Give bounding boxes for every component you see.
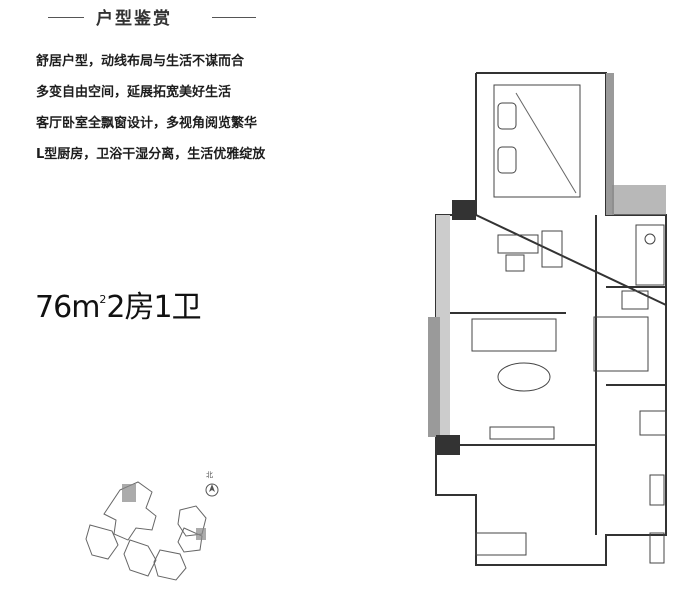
feature-line-4: L型厨房，卫浴干湿分离，生活优雅绽放: [36, 147, 266, 162]
toilet: [649, 474, 665, 506]
pillow-2: [497, 146, 517, 174]
tv-cabinet: [489, 426, 555, 440]
section-title: 户型鉴赏: [96, 9, 172, 29]
wall-column-left: [436, 435, 460, 455]
highlight-unit-a: [122, 484, 136, 502]
feature-line-3: 客厅卧室全飘窗设计，多视角阅览繁华: [36, 116, 258, 131]
feature-line-2: 多变自由空间，延展拓宽美好生活: [36, 85, 232, 100]
double-bed: [493, 84, 581, 198]
bed-fold-line: [515, 92, 577, 194]
bay-window-living: [428, 317, 440, 437]
feature-line-1: 舒居户型，动线布局与生活不谋而合: [36, 54, 245, 69]
shower: [639, 410, 667, 436]
bay-window-bedroom: [606, 73, 614, 215]
header-line-right: [212, 17, 256, 18]
washer-balcony: [475, 532, 527, 556]
coffee-table: [497, 362, 551, 392]
area-unit-superscript: 2: [99, 293, 107, 306]
pillow-1: [497, 102, 517, 130]
wardrobe: [541, 230, 563, 268]
desk-chair: [505, 254, 525, 272]
compass-north-label: 北: [206, 471, 213, 479]
sofa: [471, 318, 557, 352]
area-number: 76: [35, 290, 72, 325]
feature-list: 舒居户型，动线布局与生活不谋而合 多变自由空间，延展拓宽美好生活 客厅卧室全飘窗…: [36, 52, 296, 176]
room-count: 2房1卫: [106, 290, 201, 325]
kitchen-counter: [635, 224, 665, 286]
header-line-left: [48, 17, 84, 18]
unit-area-label: 76m22房1卫: [35, 282, 202, 326]
wash-basin: [649, 532, 665, 564]
kitchen-sink: [621, 290, 649, 310]
floor-plan: [428, 72, 667, 566]
stove-burner: [644, 233, 656, 245]
wall-column-top: [452, 200, 476, 220]
dining-table: [593, 316, 649, 372]
balcony-shade: [612, 185, 666, 215]
desk: [497, 234, 539, 254]
area-unit: m: [71, 290, 100, 325]
highlight-unit-b: [196, 528, 206, 540]
compass-icon: [205, 483, 219, 497]
site-plan-thumbnail: [85, 481, 207, 581]
